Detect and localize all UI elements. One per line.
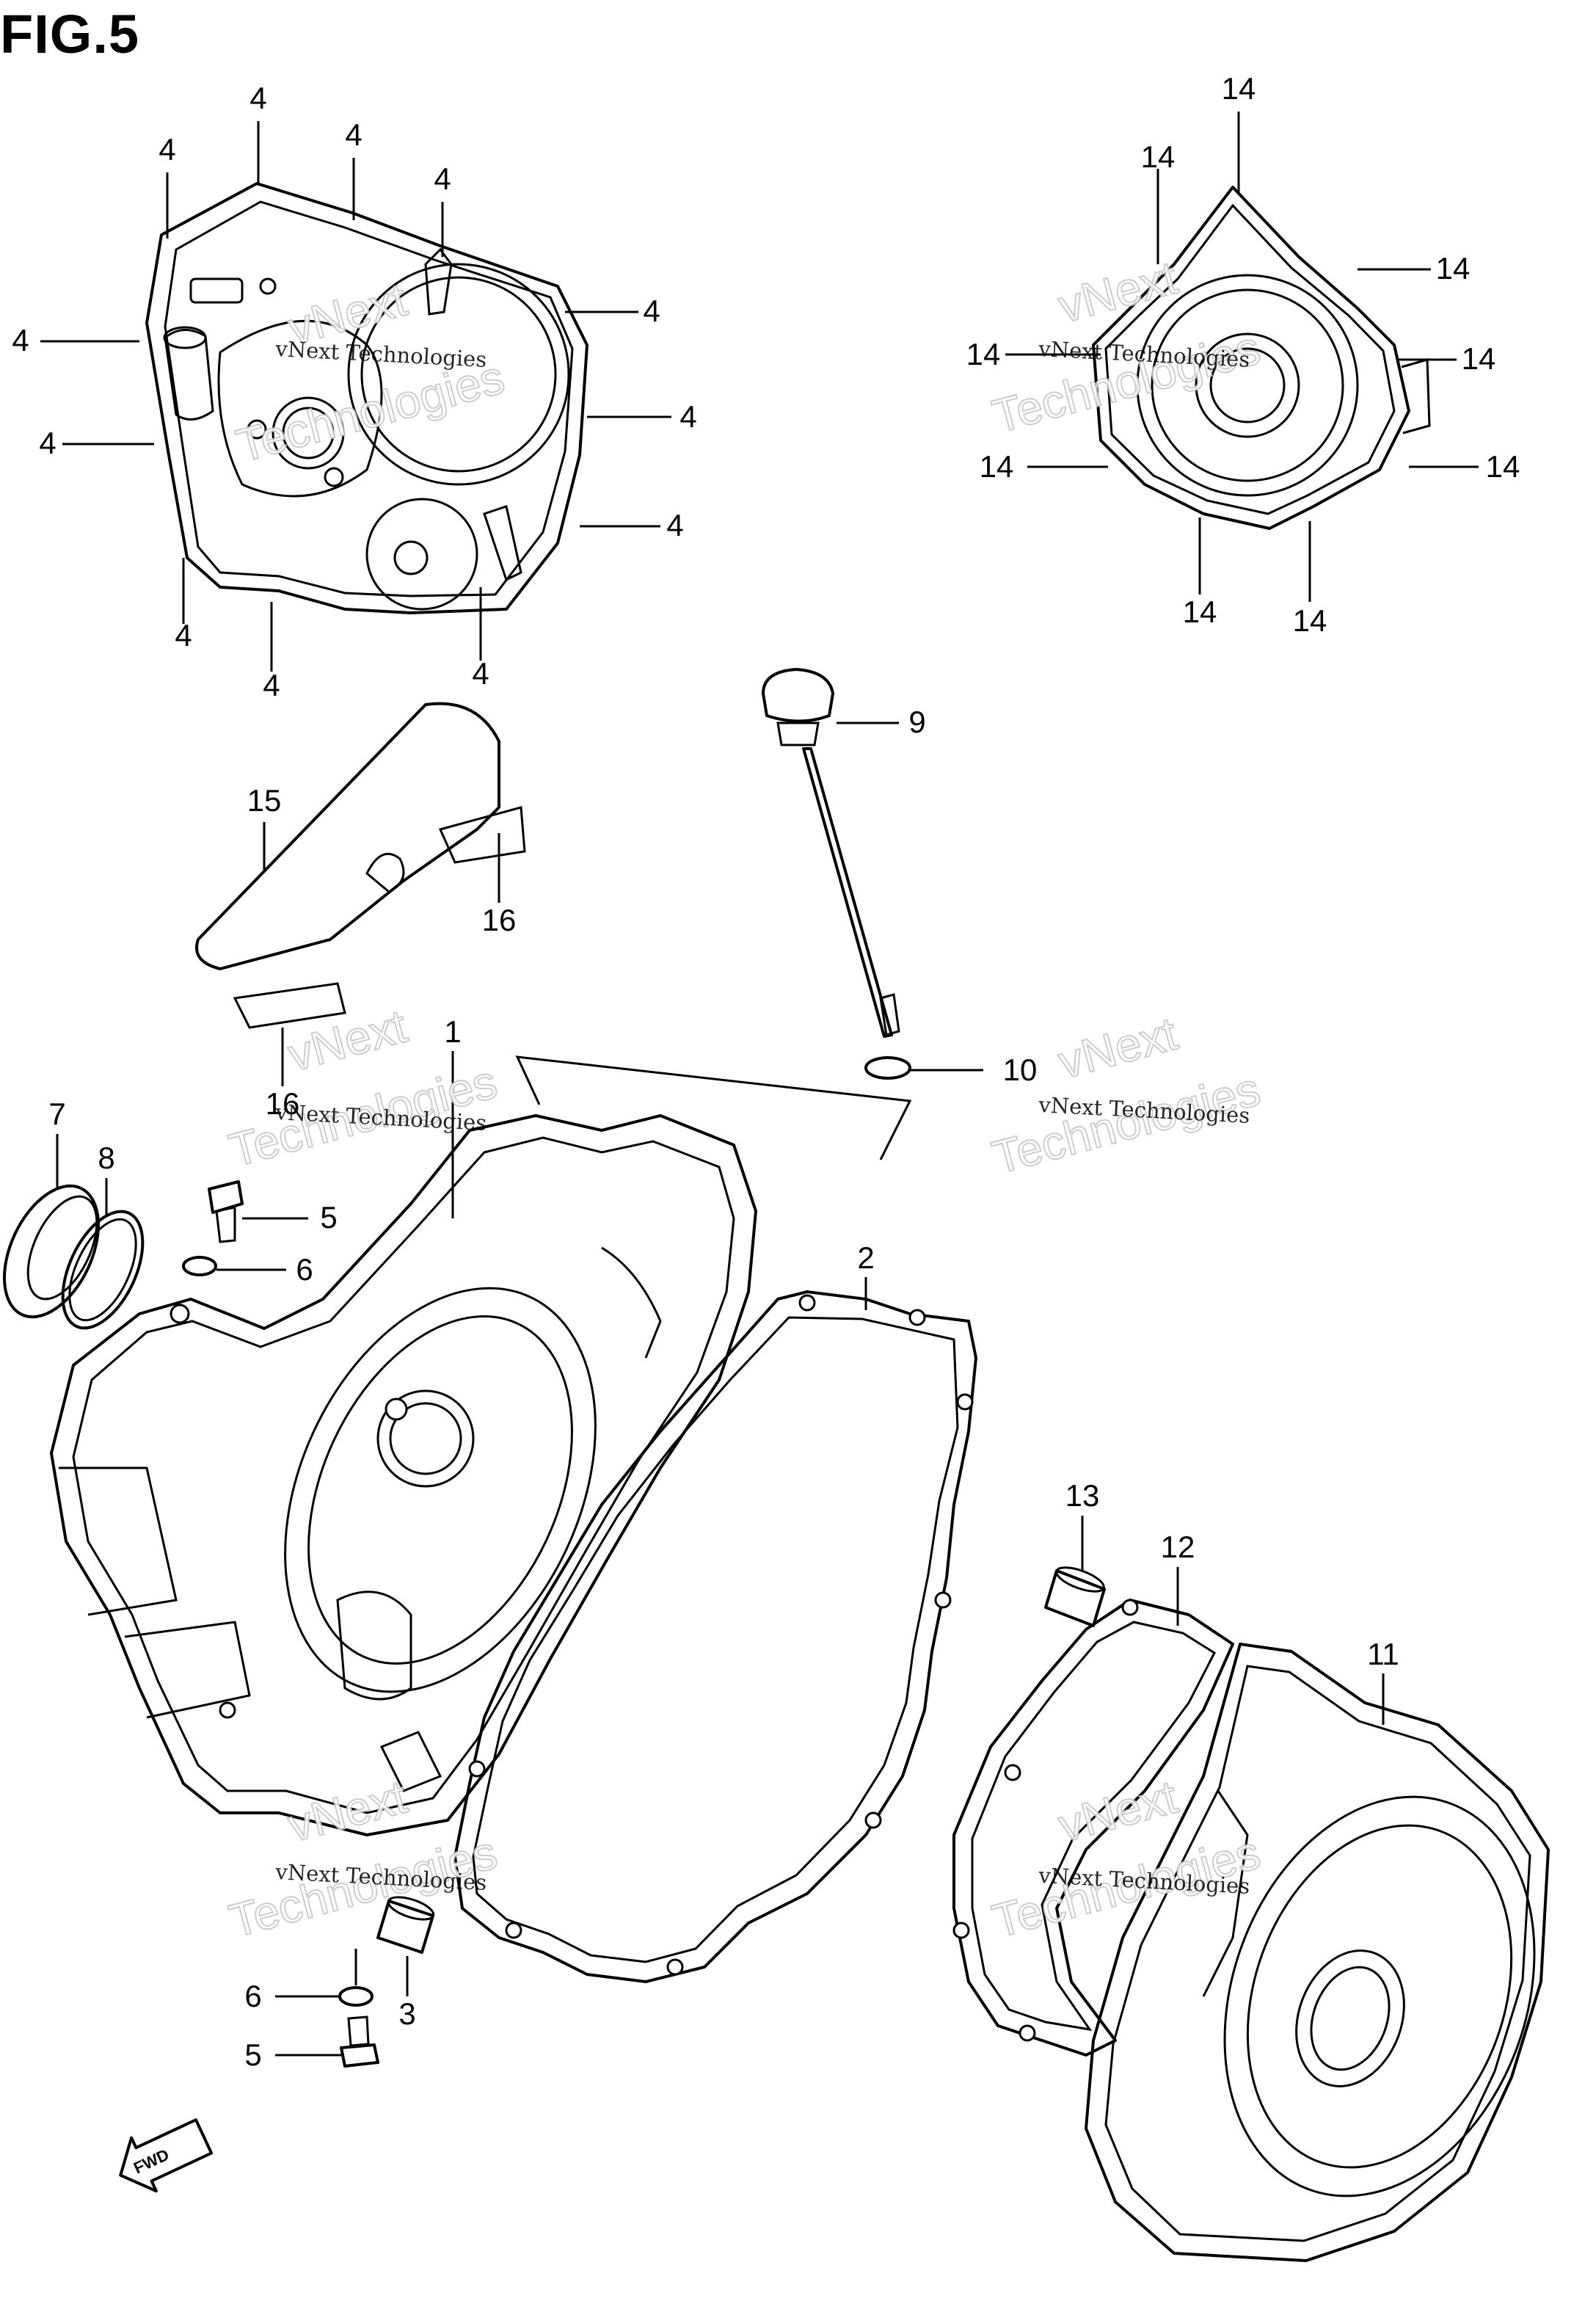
callout-7: 7 — [48, 1097, 65, 1131]
callout-9: 9 — [908, 705, 925, 739]
svg-text:vNext Technologies: vNext Technologies — [274, 336, 487, 372]
callout-4-upper-mid: 4 — [345, 117, 362, 152]
callout-numbers: 4 4 4 4 4 4 4 4 4 4 4 4 14 14 14 14 14 1… — [12, 71, 1520, 2072]
svg-text:Technologies: Technologies — [987, 321, 1265, 443]
callout-4-bottom-mid: 4 — [263, 668, 280, 702]
callout-1: 1 — [444, 1014, 461, 1049]
oil-seal-part[interactable] — [0, 1171, 117, 1332]
callout-2: 2 — [857, 1240, 874, 1275]
callout-13: 13 — [1065, 1478, 1100, 1513]
callout-4-left-upper: 4 — [12, 323, 29, 357]
callout-11: 11 — [1367, 1637, 1399, 1671]
callout-4-upper-right: 4 — [434, 161, 451, 196]
watermark-bottom-right: Technologies vNext vNext Technologies — [986, 1770, 1266, 1949]
figure-title: FIG.5 — [0, 4, 140, 65]
forward-arrow-icon: FWD — [119, 2118, 214, 2193]
watermark-mid-right: Technologies vNext vNext Technologies — [986, 1006, 1266, 1185]
watermark-bottom-left: Technologies vNext vNext Technologies — [223, 1770, 503, 1949]
dowel-pin-upper-part[interactable] — [1044, 1563, 1107, 1627]
crankcase-cover-part[interactable] — [1085, 1643, 1588, 2262]
svg-text:vNext: vNext — [283, 1000, 412, 1082]
callout-14-bottom-left: 14 — [1183, 595, 1217, 629]
svg-text:vNext: vNext — [1053, 1007, 1183, 1089]
guide-plate-part[interactable] — [195, 702, 526, 1029]
callout-4-right-upper: 4 — [643, 294, 660, 328]
callout-5-upper: 5 — [320, 1200, 337, 1235]
svg-text:vNext: vNext — [283, 1770, 412, 1853]
callout-14-right-mid: 14 — [1462, 341, 1496, 376]
callout-3: 3 — [398, 1996, 415, 2031]
callout-4-upper-left: 4 — [158, 132, 175, 167]
callout-4-right-lower: 4 — [666, 508, 683, 542]
callout-14-top: 14 — [1222, 71, 1256, 106]
bolt-upper-part[interactable] — [208, 1180, 244, 1243]
washer-upper-part[interactable] — [182, 1256, 217, 1276]
callout-8: 8 — [98, 1141, 114, 1175]
callout-12: 12 — [1161, 1530, 1195, 1564]
bolt-lower-part[interactable] — [340, 2015, 379, 2068]
clutch-cover-part[interactable] — [145, 182, 589, 614]
callout-14-left-upper: 14 — [966, 337, 1001, 371]
watermark-top-left: Technologies vNext vNext Technologies — [230, 272, 510, 473]
callout-15: 15 — [247, 783, 282, 818]
callout-4-right-mid: 4 — [679, 399, 696, 434]
forward-arrow-label: FWD — [131, 2145, 172, 2178]
callout-6-upper: 6 — [296, 1252, 313, 1287]
o-ring-part[interactable] — [864, 1056, 911, 1080]
callout-14-bottom-right: 14 — [1293, 603, 1327, 638]
callout-4-bottom-left: 4 — [175, 618, 192, 652]
callout-14-left-lower: 14 — [980, 449, 1014, 484]
callout-4-left-lower: 4 — [39, 426, 56, 460]
callout-4-top: 4 — [249, 81, 266, 115]
callout-14-upper-right: 14 — [1436, 251, 1471, 286]
crankcase-part[interactable] — [50, 1114, 757, 1836]
callout-4-bottom-right: 4 — [472, 656, 489, 691]
callout-14-upper-left: 14 — [1141, 139, 1176, 174]
callout-16-lower: 16 — [266, 1086, 300, 1121]
crankcase-gasket-part[interactable] — [453, 1290, 977, 1983]
callout-6-lower: 6 — [244, 1979, 261, 2013]
dowel-pin-lower-part[interactable] — [376, 1893, 436, 1954]
cover-gasket-part[interactable] — [952, 1599, 1234, 2057]
callout-5-lower: 5 — [244, 2037, 261, 2072]
leader-lines — [40, 112, 1479, 2057]
generator-cover-part[interactable] — [1092, 186, 1431, 530]
svg-text:vNext: vNext — [1053, 1770, 1183, 1853]
washer-lower-part[interactable] — [338, 1986, 374, 2007]
oil-dipstick-part[interactable] — [762, 668, 900, 1038]
callout-10: 10 — [1003, 1053, 1038, 1087]
callout-14-right-lower: 14 — [1486, 449, 1520, 484]
seal-o-ring-part[interactable] — [46, 1199, 158, 1340]
dipstick-reference-line — [515, 1055, 912, 1160]
callout-16-upper: 16 — [482, 903, 517, 937]
